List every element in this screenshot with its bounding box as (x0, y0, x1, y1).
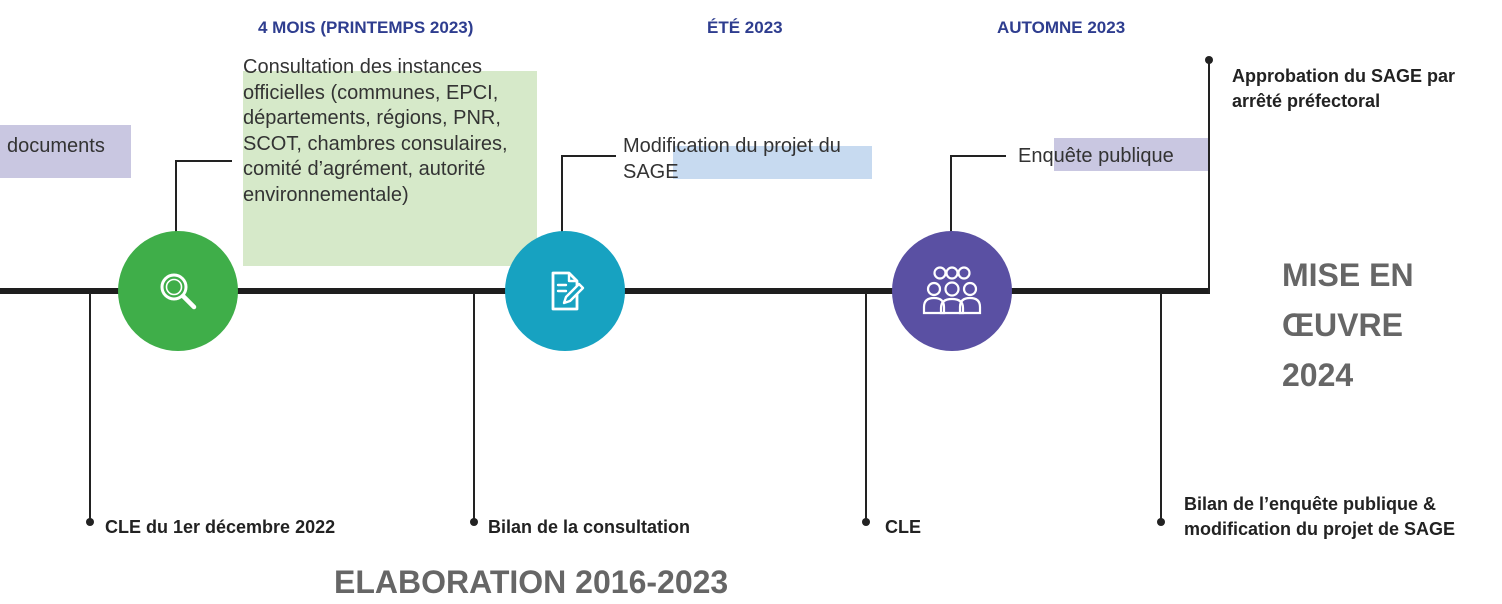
dot-bilan-consultation (470, 518, 478, 526)
dot-cle2 (862, 518, 870, 526)
connector-enquete-h (950, 155, 1006, 157)
connector-approbation (1208, 62, 1210, 293)
connector-modification (561, 155, 563, 245)
connector-cle1 (89, 293, 91, 521)
label-cle2: CLE (885, 517, 921, 537)
label-bilan-consultation: Bilan de la consultation (488, 517, 691, 537)
label-enquete: Enquête publique (1018, 145, 1174, 167)
label-modification: Modification du projet du SAGE (623, 135, 841, 183)
period-autumn-2023: AUTOMNE 2023 (997, 18, 1126, 37)
search-icon (160, 273, 197, 310)
dot-bilan-enquete (1157, 518, 1165, 526)
phase-mise-en-oeuvre: MISE EN ŒUVRE 2024 (1282, 257, 1414, 393)
connector-consultation (175, 160, 177, 245)
dot-cle1 (86, 518, 94, 526)
group-people-icon (922, 266, 982, 315)
circle-modification (505, 231, 625, 351)
circle-consultation (118, 231, 238, 351)
document-edit-icon (551, 271, 585, 311)
period-spring-2023: 4 MOIS (PRINTEMPS 2023) (258, 18, 474, 37)
label-bilan-enquete: Bilan de l’enquête publique & modificati… (1184, 494, 1456, 539)
highlight-modification (673, 146, 872, 179)
connector-bilan-consultation (473, 293, 475, 521)
highlight-consultation (243, 71, 537, 266)
highlight-documents (0, 125, 131, 178)
connector-consultation-h (175, 160, 232, 162)
label-cle1: CLE du 1er décembre 2022 (105, 517, 336, 537)
connector-modification-h (561, 155, 616, 157)
label-approbation: Approbation du SAGE par arrêté préfector… (1232, 66, 1455, 111)
period-summer-2023: ÉTÉ 2023 (707, 18, 783, 37)
label-documents: documents (7, 135, 105, 157)
connector-bilan-enquete (1160, 293, 1162, 521)
highlight-enquete (1054, 138, 1210, 171)
phase-elaboration: ELABORATION 2016-2023 (334, 564, 729, 600)
connector-cle2 (865, 293, 867, 521)
label-consultation: Consultation des instances officielles (… (243, 56, 508, 206)
circle-enquete (892, 231, 1012, 351)
dot-approbation (1205, 56, 1213, 64)
connector-enquete (950, 155, 952, 239)
